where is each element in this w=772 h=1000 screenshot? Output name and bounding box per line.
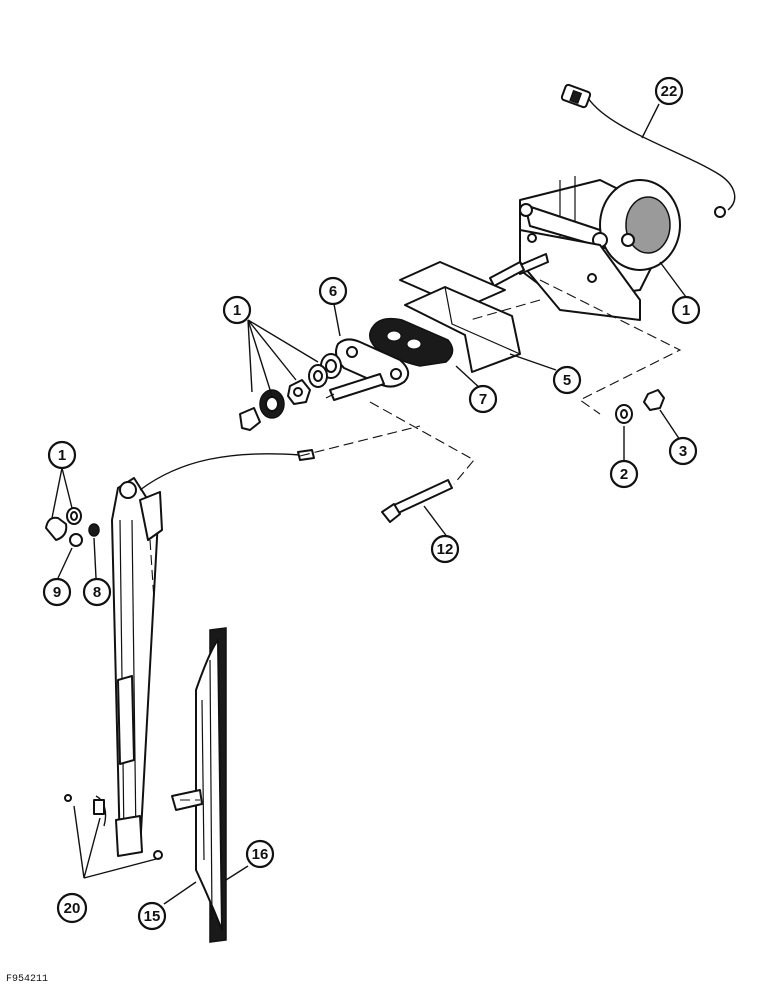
wiper-motor [489,176,681,321]
callout-15: 15 [137,901,167,931]
callout-5-label: 5 [563,372,571,389]
callout-1-arm: 1 [47,440,77,470]
callout-8: 8 [82,577,112,607]
bolt [381,479,453,523]
callout-1-hardware-label: 1 [233,302,241,319]
washer-and-nut [615,389,665,424]
callout-1-arm-label: 1 [58,447,66,464]
callout-1-hardware: 1 [222,295,252,325]
callout-2: 2 [609,459,639,489]
callout-12-label: 12 [437,541,454,558]
wiring-harness [560,83,736,218]
callout-20-label: 20 [64,900,81,917]
callout-6: 6 [318,276,348,306]
callout-7-label: 7 [479,391,487,408]
callout-8-label: 8 [93,584,101,601]
callout-6-label: 6 [329,283,337,300]
callout-3: 3 [668,436,698,466]
callout-12: 12 [430,534,460,564]
callout-16-label: 16 [252,846,269,863]
callout-2-label: 2 [620,466,628,483]
callout-3-label: 3 [679,443,687,460]
wiper-arm [64,449,315,860]
callout-5: 5 [552,365,582,395]
hardware-set [239,353,342,431]
gasket-bracket [399,261,521,373]
callout-16: 16 [245,839,275,869]
arm-cap-hardware [45,507,100,547]
callout-9-label: 9 [53,584,61,601]
leader-lines [51,103,687,905]
callout-22-label: 22 [661,83,678,100]
callout-15-label: 15 [144,908,161,925]
wiper-blade [171,627,227,943]
figure-code: F954211 [6,974,49,985]
seal [369,317,454,367]
callout-1-motor: 1 [671,295,701,325]
assembly-lines [149,279,682,801]
callout-20: 20 [56,892,88,924]
callout-22: 22 [654,76,684,106]
callout-7: 7 [468,384,498,414]
callout-1-motor-label: 1 [682,302,690,319]
callout-9: 9 [42,577,72,607]
